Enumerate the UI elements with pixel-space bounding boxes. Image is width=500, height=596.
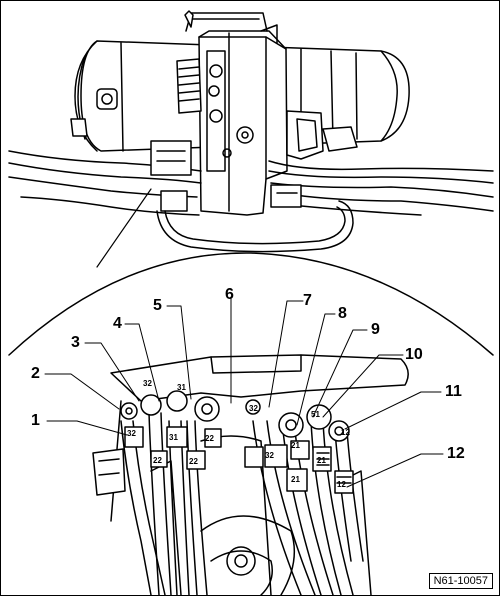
- brake-line-detail: [92, 354, 409, 595]
- port-label: 22: [153, 456, 162, 465]
- port-label: 12: [341, 428, 350, 437]
- callout-8: 8: [338, 305, 347, 322]
- port-label: 21: [291, 441, 300, 450]
- port-label: 21: [291, 475, 300, 484]
- leader-lines: [44, 296, 444, 488]
- callout-11: 11: [445, 383, 462, 400]
- port-label: 32: [249, 404, 258, 413]
- callout-7: 7: [303, 292, 312, 309]
- port-labels: 32 31 32 31 22 22 32 51 21 12 22 32 21 2…: [127, 379, 350, 489]
- callout-10: 10: [405, 346, 423, 363]
- figure-reference-code: N61-10057: [428, 573, 493, 589]
- port-label: 12: [337, 480, 346, 489]
- pump-motor-assembly: [8, 10, 494, 253]
- port-label: 22: [189, 457, 198, 466]
- port-label: 22: [205, 434, 214, 443]
- callout-4: 4: [113, 315, 122, 332]
- port-label: 32: [143, 379, 152, 388]
- callout-3: 3: [71, 334, 80, 351]
- port-label: 21: [317, 456, 326, 465]
- port-label: 32: [265, 451, 274, 460]
- port-label: 31: [169, 433, 178, 442]
- detail-view-boundary: [8, 252, 494, 356]
- callout-12: 12: [447, 445, 465, 462]
- port-label: 32: [127, 429, 136, 438]
- callout-2: 2: [31, 365, 40, 382]
- port-label: 51: [311, 410, 320, 419]
- port-label: 31: [177, 383, 186, 392]
- callout-1: 1: [31, 412, 40, 429]
- callout-9: 9: [371, 321, 380, 338]
- callout-5: 5: [153, 297, 162, 314]
- callout-6: 6: [225, 286, 234, 303]
